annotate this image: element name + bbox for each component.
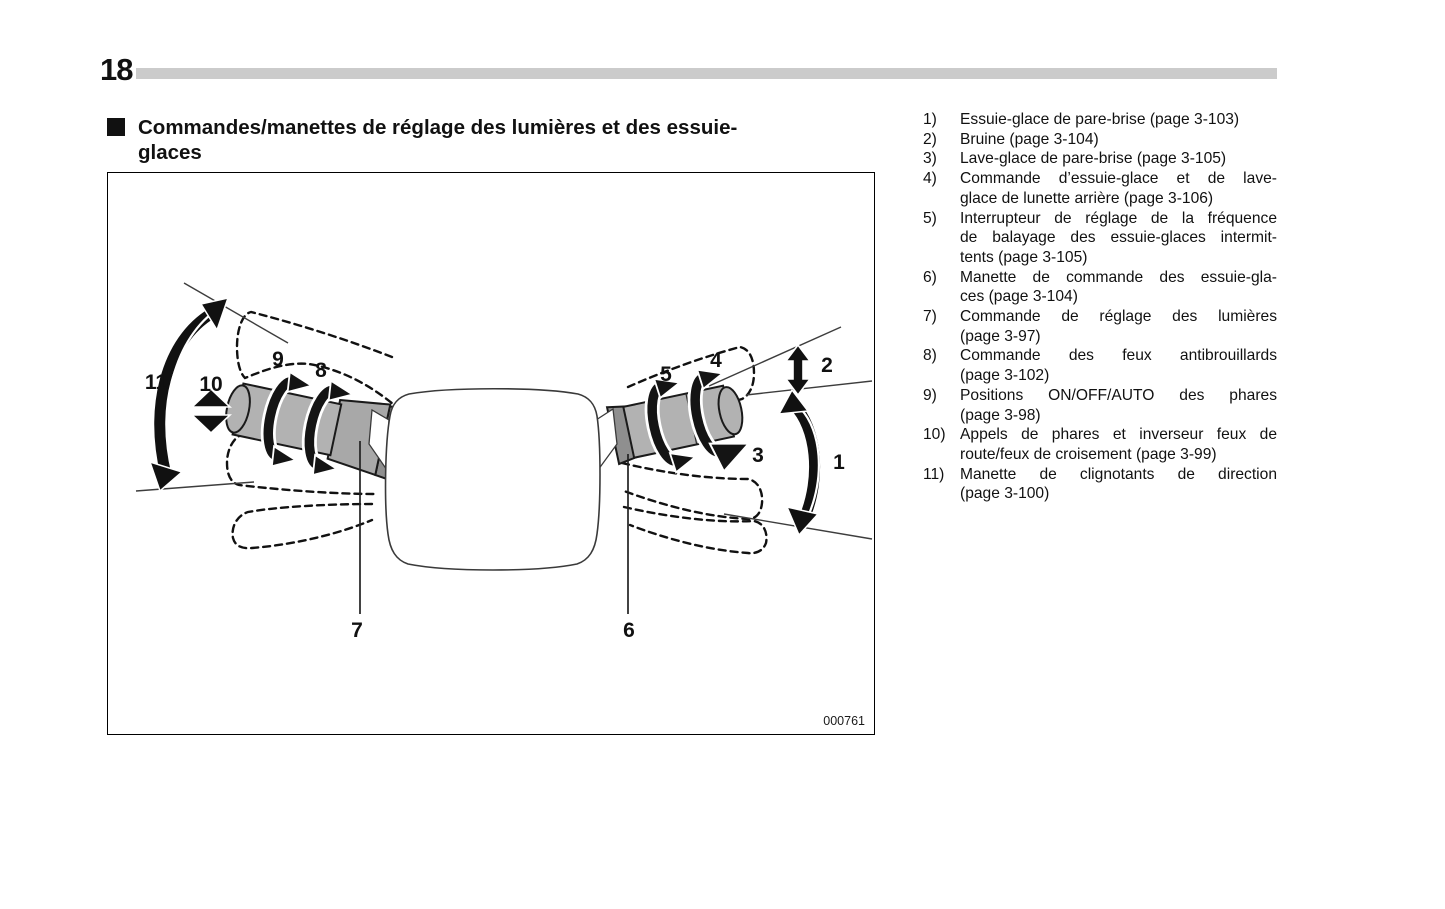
rotation-ring-8	[301, 379, 355, 477]
legend-item: 7) Commande de réglage des lumières(page …	[923, 307, 1277, 346]
rotation-ring-4	[687, 368, 751, 474]
section-heading-line2: glaces	[138, 141, 202, 164]
right-stalk	[605, 368, 751, 474]
callout-4: 4	[710, 349, 722, 372]
callout-8: 8	[315, 359, 327, 382]
legend-item-text: Manette de clignotants de direction(page…	[960, 465, 1277, 503]
rotation-ring-5	[644, 377, 698, 474]
double-arrow-2-icon	[784, 343, 812, 397]
legend-item-text: Lave-glace de pare-brise (page 3-105)	[960, 150, 1227, 168]
callout-2: 2	[821, 354, 833, 377]
double-arrow-10-icon	[189, 387, 233, 435]
callout-9: 9	[272, 348, 284, 371]
header-rule-bar	[136, 68, 1277, 79]
legend-item-number: 11)	[923, 465, 945, 483]
steering-column-diagram: 1 2 3 4 5 6 7 8 9 10 11 000761	[135, 282, 873, 728]
legend-item: 6) Manette de commande des essuie-gla-ces…	[923, 268, 1277, 307]
legend-item-number: 5)	[923, 209, 937, 227]
callout-3: 3	[752, 444, 764, 467]
legend-item-number: 7)	[923, 308, 937, 326]
section-heading: Commandes/manettes de réglage des lumièr…	[107, 115, 918, 165]
callout-1: 1	[833, 451, 845, 474]
page-number: 18	[100, 52, 133, 87]
square-bullet-icon	[107, 118, 125, 136]
legend-item-text: Commande de réglage des lumières(page 3-…	[960, 308, 1277, 345]
figure-frame: 1 2 3 4 5 6 7 8 9 10 11 000761	[107, 172, 875, 735]
legend-item-text: Positions ON/OFF/AUTO des phares(page 3-…	[960, 386, 1277, 424]
swing-arrow-11-icon	[148, 296, 230, 493]
push-arrow-3-icon	[708, 442, 751, 474]
legend-item-number: 1)	[923, 111, 937, 128]
legend-item: 9) Positions ON/OFF/AUTO des phares(page …	[923, 386, 1277, 425]
legend-item-number: 10)	[923, 426, 946, 444]
legend-item-number: 9)	[923, 386, 937, 404]
legend-item-text: Commande des feux antibrouillards(page 3…	[960, 347, 1277, 385]
legend-item: 11) Manette de clignotants de direction(p…	[923, 465, 1277, 504]
legend-item-text: Bruine (page 3-104)	[960, 130, 1099, 148]
legend-item-text: Manette de commande des essuie-gla-ces (…	[960, 268, 1277, 306]
legend-item-number: 2)	[923, 130, 937, 148]
legend-item-number: 4)	[923, 170, 937, 188]
callout-5: 5	[660, 363, 672, 386]
legend-item-text: Essuie-glace de pare-brise (page 3-103)	[960, 111, 1240, 128]
legend-list: 1) Essuie-glace de pare-brise (page 3-103…	[923, 110, 1277, 504]
right-stalk-end-cap	[717, 386, 744, 436]
section-heading-line1: Commandes/manettes de réglage des lumièr…	[138, 116, 738, 139]
legend-item-number: 3)	[923, 150, 937, 168]
legend-item: 10) Appels de phares et inverseur feux de…	[923, 425, 1277, 464]
callout-6: 6	[623, 619, 635, 642]
swing-arrow-1-icon	[777, 388, 821, 537]
legend-item-number: 6)	[923, 268, 937, 286]
legend-item: 2) Bruine (page 3-104)	[923, 130, 1277, 150]
callout-10: 10	[199, 373, 222, 396]
legend-item-number: 8)	[923, 347, 937, 365]
legend-item: 3) Lave-glace de pare-brise (page 3-105)	[923, 149, 1277, 169]
steering-column-hub	[384, 387, 601, 571]
legend-item: 1) Essuie-glace de pare-brise (page 3-103…	[923, 110, 1277, 130]
legend-item-text: Commande d’essuie-glace et de lave-glace…	[960, 170, 1277, 207]
legend-item: 4) Commande d’essuie-glace et de lave-gla…	[923, 169, 1277, 208]
callout-7: 7	[351, 619, 363, 642]
callout-11: 11	[145, 371, 168, 394]
legend-item: 8) Commande des feux antibrouillards(page…	[923, 346, 1277, 385]
legend-item: 5) Interrupteur de réglage de la fréquenc…	[923, 209, 1277, 268]
figure-code: 000761	[823, 714, 865, 728]
rotation-ring-9	[260, 370, 314, 468]
